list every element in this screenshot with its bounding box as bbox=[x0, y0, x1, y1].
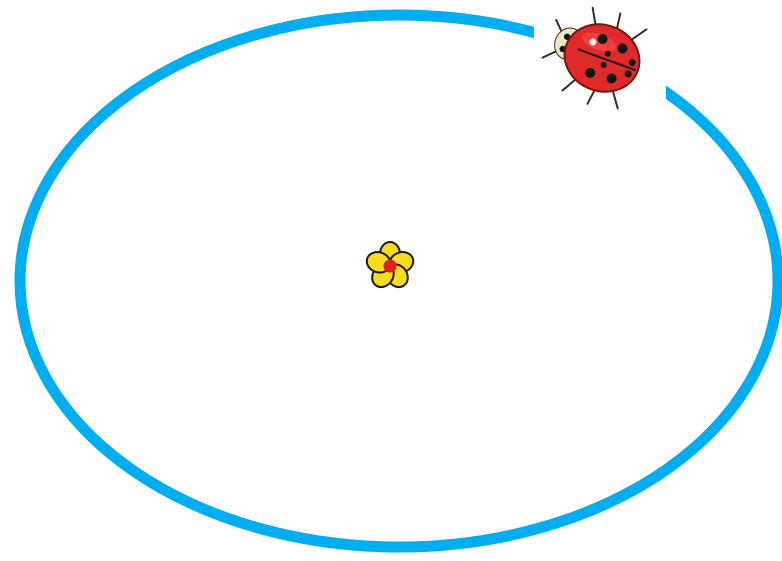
flower-icon bbox=[364, 242, 416, 291]
flower-center bbox=[384, 260, 397, 273]
